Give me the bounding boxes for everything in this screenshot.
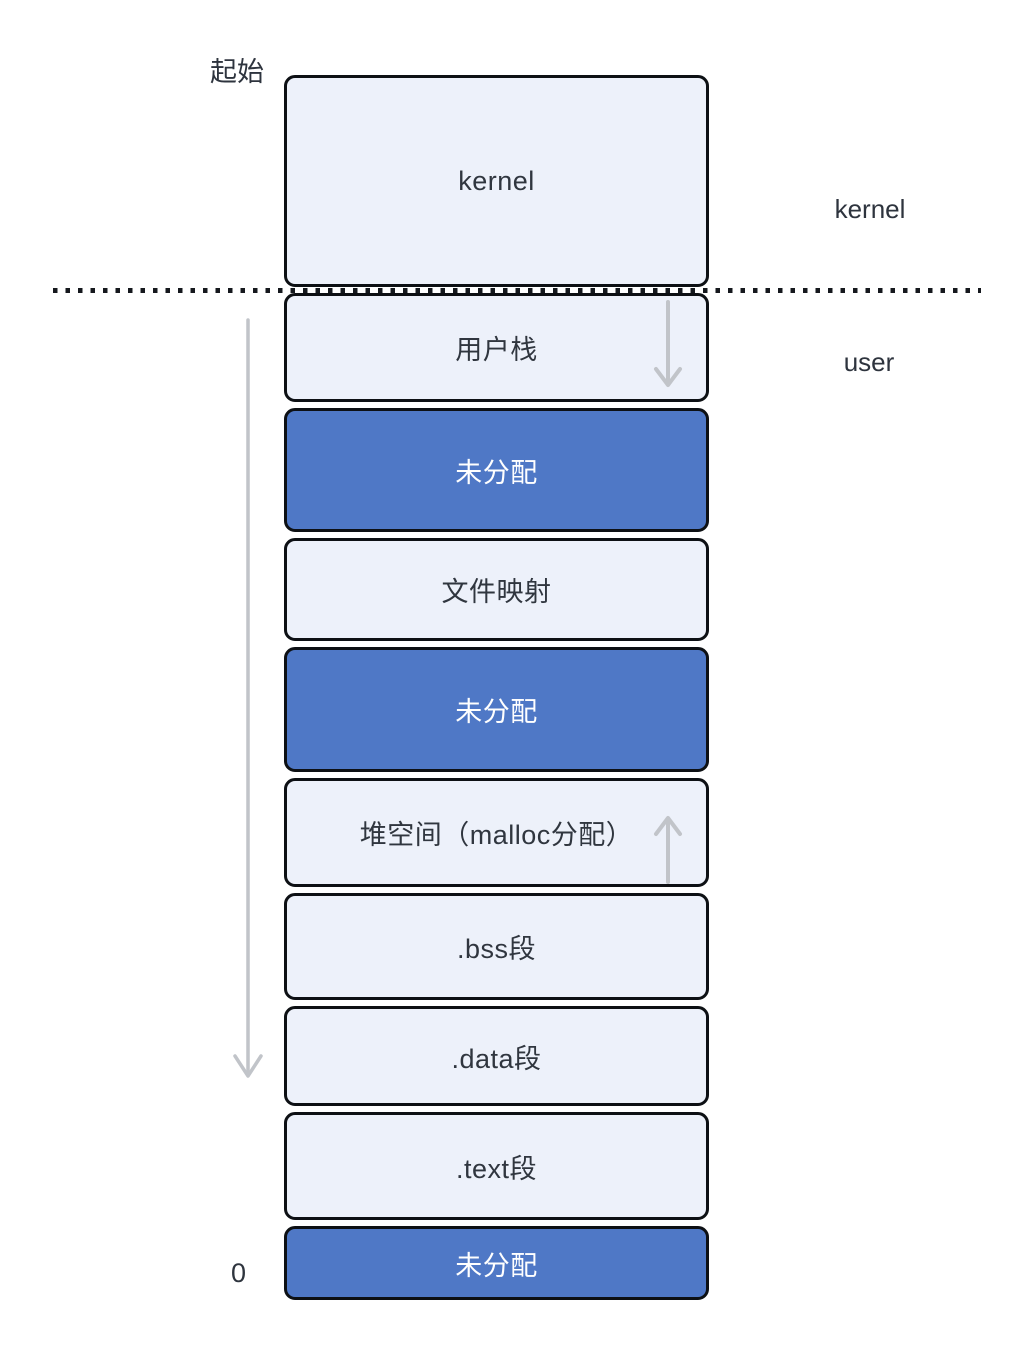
segment-label-file-mapping: 文件映射: [441, 577, 552, 607]
address-direction-down-arrow-icon: [233, 318, 263, 1078]
zero-address-label: 0: [231, 1258, 247, 1288]
segment-data-segment: .data段: [284, 1006, 709, 1106]
segment-label-unallocated-2: 未分配: [455, 697, 538, 727]
segment-bss-segment: .bss段: [284, 893, 709, 1000]
segment-heap: 堆空间（malloc分配）: [284, 778, 709, 887]
segment-text-segment: .text段: [284, 1112, 709, 1220]
kernel-region-label: kernel: [834, 194, 906, 224]
kernel-user-divider-dotted-line: [53, 288, 981, 293]
segment-label-user-stack: 用户栈: [455, 335, 538, 365]
segment-unallocated-3: 未分配: [284, 1226, 709, 1300]
start-address-label: 起始: [210, 57, 264, 87]
segment-label-kernel: kernel: [458, 165, 535, 196]
segment-label-heap: 堆空间（malloc分配）: [359, 820, 634, 850]
segment-unallocated-1: 未分配: [284, 408, 709, 532]
stack-grows-down-arrow-icon: [654, 300, 682, 387]
segment-label-unallocated-1: 未分配: [455, 457, 538, 488]
segment-file-mapping: 文件映射: [284, 538, 709, 641]
segment-unallocated-2: 未分配: [284, 647, 709, 772]
segment-label-unallocated-3: 未分配: [455, 1250, 538, 1281]
user-region-label: user: [843, 347, 895, 377]
segment-kernel: kernel: [284, 75, 709, 287]
heap-grows-up-arrow-icon: [654, 816, 682, 884]
segment-user-stack: 用户栈: [284, 293, 709, 402]
segment-label-data-segment: .data段: [451, 1043, 542, 1074]
segment-label-bss-segment: .bss段: [456, 934, 537, 964]
segment-label-text-segment: .text段: [455, 1153, 538, 1184]
